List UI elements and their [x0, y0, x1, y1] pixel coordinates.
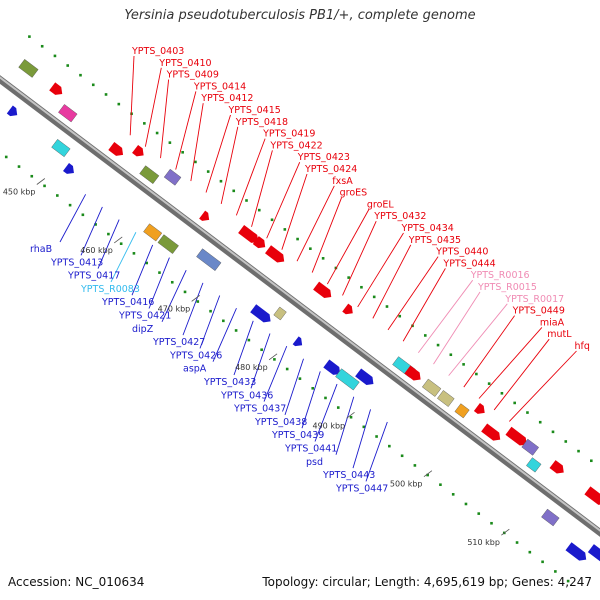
gene-label[interactable]: YPTS_0426 [169, 350, 222, 361]
gene-label[interactable]: YPTS_0415 [228, 105, 281, 116]
gene-label[interactable]: YPTS_0412 [200, 93, 253, 104]
gene-label[interactable]: YPTS_0443 [322, 470, 375, 481]
gene-label[interactable]: groEL [367, 199, 395, 210]
gene-label[interactable]: YPTS_0423 [297, 152, 350, 163]
position-ticks: 450 kbp 460 kbp 470 kbp 480 kbp 490 kbp 500 k… [3, 178, 510, 547]
gene-label[interactable]: YPTS_R0017 [504, 294, 564, 305]
gene-label[interactable]: YPTS_0437 [233, 404, 286, 415]
gene-label[interactable]: aspA [183, 364, 207, 375]
tick-label: 450 kbp [3, 188, 36, 197]
genome-backbone [0, 75, 600, 537]
map-title: Yersinia pseudotuberculosis PB1/+, compl… [124, 8, 476, 23]
gene-label[interactable]: YPTS_0416 [101, 297, 154, 308]
gene-label[interactable]: YPTS_0436 [220, 390, 273, 401]
tick-label: 510 kbp [467, 538, 500, 547]
gene-label[interactable]: YPTS_0427 [152, 337, 205, 348]
tick-label: 490 kbp [313, 421, 346, 430]
gene-label[interactable]: groES [340, 188, 368, 199]
gene-label[interactable]: YPTS_R0015 [477, 282, 537, 293]
gene-label[interactable]: fxsA [332, 176, 353, 187]
gene-label[interactable]: YPTS_0414 [193, 81, 246, 92]
gene-label[interactable]: YPTS_0417 [67, 271, 120, 282]
gene-label[interactable]: YPTS_0440 [435, 247, 488, 258]
gene-label[interactable]: psd [306, 457, 323, 468]
gene-label[interactable]: YPTS_R0083 [80, 284, 140, 295]
gene-label[interactable]: YPTS_0439 [271, 430, 324, 441]
gene-label[interactable]: YPTS_0418 [235, 117, 288, 128]
gene-label[interactable]: YPTS_0435 [408, 235, 461, 246]
gene-label[interactable]: YPTS_0432 [373, 211, 426, 222]
gene-label[interactable]: YPTS_0409 [166, 70, 219, 81]
gene-label[interactable]: YPTS_0447 [335, 483, 388, 494]
gene-label[interactable]: YPTS_0441 [284, 444, 337, 455]
tick-label: 480 kbp [235, 363, 268, 372]
genome-summary-text: Topology: circular; Length: 4,695,619 bp… [262, 575, 592, 589]
tick-label: 470 kbp [158, 304, 191, 313]
gene-label[interactable]: YPTS_0422 [269, 140, 322, 151]
gene-label[interactable]: YPTS_0433 [203, 377, 256, 388]
label-leader-lines [59, 55, 577, 482]
gene-label[interactable]: YPTS_0421 [118, 311, 171, 322]
gene-label[interactable]: dipZ [132, 324, 154, 335]
gene-label[interactable]: YPTS_0434 [401, 223, 454, 234]
gene-label[interactable]: YPTS_0413 [50, 257, 103, 268]
gene-label[interactable]: rhaB [30, 244, 52, 255]
gene-label[interactable]: YPTS_0444 [442, 258, 495, 269]
tick-label: 460 kbp [80, 246, 113, 255]
gene-label[interactable]: YPTS_0424 [304, 164, 357, 175]
gene-labels: YPTS_0403YPTS_0410YPTS_0409YPTS_0414YPTS… [30, 46, 590, 494]
gene-label[interactable]: YPTS_0403 [131, 46, 184, 57]
gene-label[interactable]: mutL [547, 329, 572, 340]
gene-label[interactable]: YPTS_0419 [262, 129, 315, 140]
gene-label[interactable]: YPTS_R0016 [470, 270, 530, 281]
gene-features [6, 59, 600, 562]
gene-label[interactable]: hfq [575, 341, 590, 352]
gene-label[interactable]: YPTS_0449 [512, 306, 565, 317]
gene-label[interactable]: YPTS_0410 [158, 58, 211, 69]
tick-label: 500 kbp [390, 480, 423, 489]
gene-label[interactable]: miaA [540, 317, 565, 328]
gene-label[interactable]: YPTS_0438 [254, 417, 307, 428]
accession-text: Accession: NC_010634 [8, 575, 145, 589]
